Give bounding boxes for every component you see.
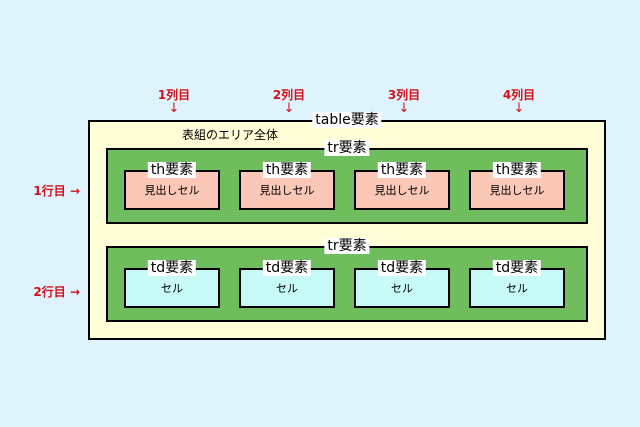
row-label-2: 2行目 → bbox=[10, 283, 80, 300]
column-label-1: 1列目 bbox=[157, 88, 191, 102]
down-arrow-icon: ↓ bbox=[398, 101, 410, 116]
down-arrow-icon: ↓ bbox=[513, 101, 525, 116]
right-arrow-icon: → bbox=[69, 285, 80, 299]
th-element-label-4: th要素 bbox=[492, 162, 542, 178]
td-element-label-3: td要素 bbox=[377, 260, 427, 276]
row-label-text: 1行目 bbox=[33, 184, 66, 198]
column-label-3: 3列目 bbox=[387, 88, 421, 102]
td-element-label-4: td要素 bbox=[492, 260, 542, 276]
td-element-label-1: td要素 bbox=[147, 260, 197, 276]
th-element-label-3: th要素 bbox=[377, 162, 427, 178]
column-label-4: 4列目 bbox=[502, 88, 536, 102]
down-arrow-icon: ↓ bbox=[283, 101, 295, 116]
tr-element-label-2: tr要素 bbox=[324, 238, 370, 254]
right-arrow-icon: → bbox=[69, 184, 80, 198]
row-label-1: 1行目 → bbox=[10, 182, 80, 199]
table-area-label: 表組のエリア全体 bbox=[182, 128, 279, 142]
table-element-label: table要素 bbox=[312, 112, 382, 128]
down-arrow-icon: ↓ bbox=[168, 101, 180, 116]
th-element-label-1: th要素 bbox=[147, 162, 197, 178]
row-label-text: 2行目 bbox=[33, 285, 66, 299]
th-element-label-2: th要素 bbox=[262, 162, 312, 178]
tr-element-label-1: tr要素 bbox=[324, 140, 370, 156]
column-label-2: 2列目 bbox=[272, 88, 306, 102]
td-element-label-2: td要素 bbox=[262, 260, 312, 276]
